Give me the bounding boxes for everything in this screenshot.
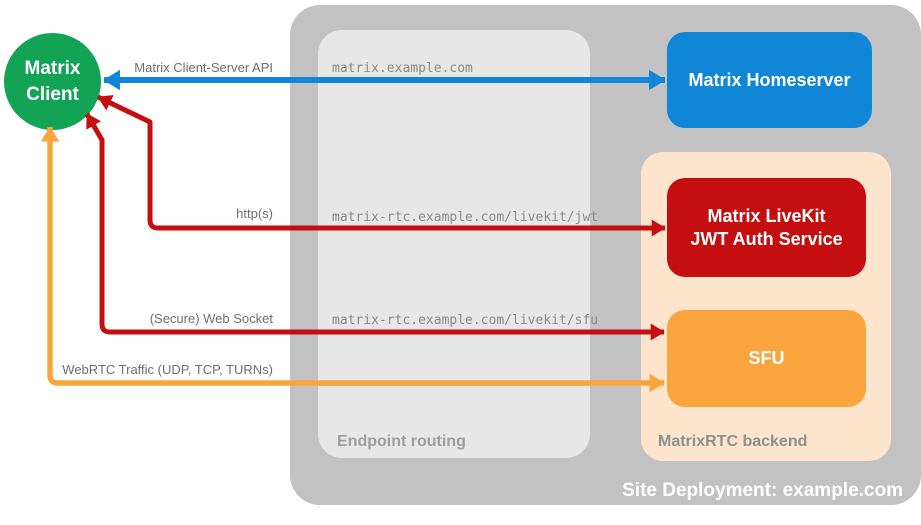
connection-label-webrtc: WebRTC Traffic (UDP, TCP, TURNs) xyxy=(62,362,273,377)
matrix-client-label-line1: Matrix xyxy=(24,57,81,79)
matrix-client-label-line2: Client xyxy=(26,83,79,105)
endpoint-routing-title: Endpoint routing xyxy=(337,433,466,450)
connection-label-https: http(s) xyxy=(236,206,273,221)
connection-label-client-server-api: Matrix Client-Server API xyxy=(134,60,273,75)
matrix-homeserver-box: Matrix Homeserver xyxy=(667,32,872,128)
jwt-auth-service-box: Matrix LiveKit JWT Auth Service xyxy=(667,178,866,277)
endpoint-url-jwt: matrix-rtc.example.com/livekit/jwt xyxy=(332,210,599,225)
sfu-box: SFU xyxy=(667,310,866,407)
jwt-auth-service-label-line2: JWT Auth Service xyxy=(690,228,843,249)
sfu-label: SFU xyxy=(748,348,785,368)
endpoint-url-homeserver: matrix.example.com xyxy=(332,61,473,76)
matrix-client-node: Matrix Client xyxy=(4,33,101,130)
matrixrtc-backend-title: MatrixRTC backend xyxy=(658,433,808,450)
endpoint-url-sfu: matrix-rtc.example.com/livekit/sfu xyxy=(332,313,599,328)
jwt-auth-service-label-line1: Matrix LiveKit xyxy=(707,205,826,226)
connection-label-websocket: (Secure) Web Socket xyxy=(149,311,273,326)
matrix-homeserver-label: Matrix Homeserver xyxy=(688,69,851,90)
endpoint-routing-panel xyxy=(318,30,590,458)
site-deployment-label: Site Deployment: example.com xyxy=(622,480,903,501)
